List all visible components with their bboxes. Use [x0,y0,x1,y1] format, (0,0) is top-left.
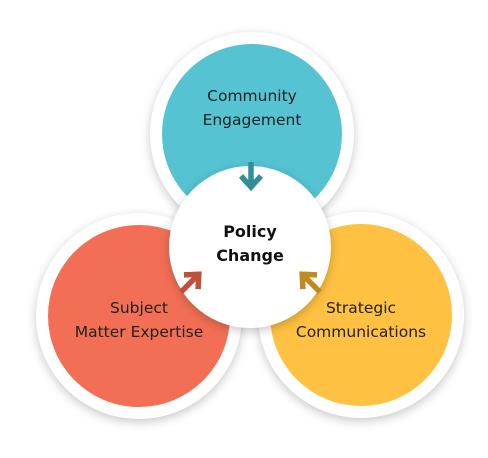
strategic-communications-arrow-icon [299,271,322,294]
subject-matter-expertise-line-1: Subject [110,299,168,317]
subject-matter-expertise-label: Subject Matter Expertise [48,296,230,344]
community-engagement-line-1: Community [207,87,297,105]
strategic-communications-line-1: Strategic [325,299,397,317]
subject-matter-expertise-arrow-icon [179,271,202,294]
community-engagement-line-2: Engagement [202,111,302,129]
policy-change-label: Policy Change [169,220,331,268]
subject-matter-expertise-line-2: Matter Expertise [74,323,204,341]
strategic-communications-line-2: Communications [295,323,427,341]
policy-change-line-1: Policy [223,222,277,241]
strategic-communications-label: Strategic Communications [270,296,452,344]
community-engagement-arrow-icon [238,162,264,192]
policy-change-circle [169,166,331,328]
policy-change-line-2: Change [216,246,284,265]
community-engagement-label: Community Engagement [162,84,342,132]
